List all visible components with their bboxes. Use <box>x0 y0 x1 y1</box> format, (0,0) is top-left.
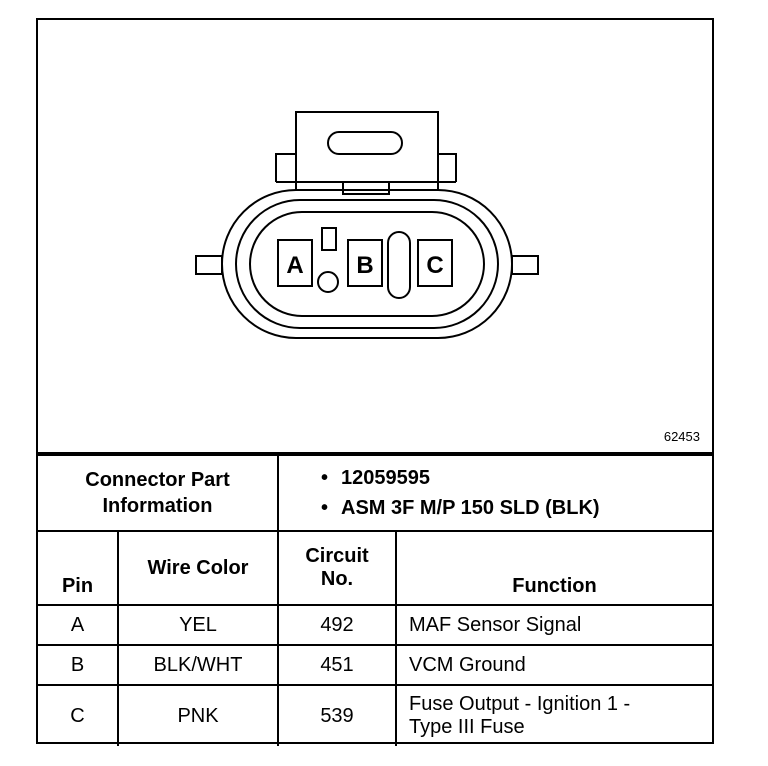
connector-info-label-line1: Connector Part <box>85 469 230 491</box>
connector-info-row: Connector Part Information •12059595 •AS… <box>38 454 712 532</box>
header-circuit: Circuit No. <box>277 530 397 606</box>
wire-color-cell: BLK/WHT <box>117 644 279 686</box>
connector-illustration-area: A B C 62453 <box>38 20 712 454</box>
part-number-item: •12059595 <box>321 467 430 489</box>
circuit-cell: 539 <box>277 684 397 746</box>
connector-illustration: A B C <box>195 111 539 339</box>
connector-outer-body <box>221 189 513 339</box>
pin-b-label: B <box>356 252 373 279</box>
function-cell: Fuse Output - Ignition 1 - Type III Fuse <box>395 684 712 746</box>
right-side-tab <box>511 255 539 275</box>
assembly-item: •ASM 3F M/P 150 SLD (BLK) <box>321 497 600 519</box>
connector-info-label: Connector Part Information <box>38 454 279 532</box>
pin-a-label: A <box>286 252 303 279</box>
table-row: B BLK/WHT 451 VCM Ground <box>38 644 712 686</box>
pinout-table: Connector Part Information •12059595 •AS… <box>38 454 712 746</box>
wire-color-cell: YEL <box>117 604 279 646</box>
pin-cell: B <box>38 644 119 686</box>
pin-cell: C <box>38 684 119 746</box>
key-circle <box>317 271 339 293</box>
latch-outline <box>295 111 439 190</box>
pin-cell: A <box>38 604 119 646</box>
pin-a-cavity <box>277 239 313 287</box>
connector-face <box>249 211 485 317</box>
table-row: C PNK 539 Fuse Output - Ignition 1 - Typ… <box>38 684 712 746</box>
latch-slot <box>327 131 403 155</box>
circuit-cell: 492 <box>277 604 397 646</box>
pin-b-cavity <box>347 239 383 287</box>
connector-info-label-line2: Information <box>102 495 213 517</box>
pin-c-cavity <box>417 239 453 287</box>
key-square <box>321 227 337 251</box>
table-header-row: Pin Wire Color Circuit No. Function <box>38 530 712 606</box>
header-wire-color: Wire Color <box>117 530 279 606</box>
left-side-tab <box>195 255 223 275</box>
key-divider <box>387 231 411 299</box>
connector-inner-body <box>235 199 499 329</box>
function-cell: VCM Ground <box>395 644 712 686</box>
header-function: Function <box>395 530 712 606</box>
wire-color-cell: PNK <box>117 684 279 746</box>
connector-info-values: •12059595 •ASM 3F M/P 150 SLD (BLK) <box>277 454 712 532</box>
circuit-cell: 451 <box>277 644 397 686</box>
header-pin: Pin <box>38 530 119 606</box>
table-row: A YEL 492 MAF Sensor Signal <box>38 604 712 646</box>
function-cell: MAF Sensor Signal <box>395 604 712 646</box>
connector-diagram-frame: A B C 62453 Connector Part Information •… <box>36 18 714 746</box>
pin-c-label: C <box>426 252 443 279</box>
figure-number: 62453 <box>663 429 700 444</box>
